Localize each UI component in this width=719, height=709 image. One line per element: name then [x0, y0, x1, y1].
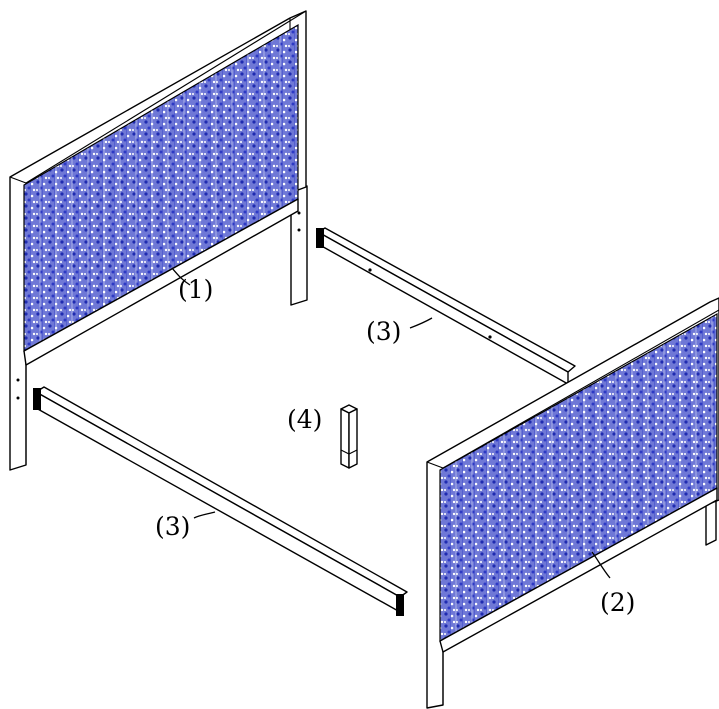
headboard-bottom-rail [23, 198, 299, 366]
footboard-bottom-rail [439, 487, 718, 653]
label-center-leg: (4) [287, 405, 322, 434]
rail-back-top [317, 227, 576, 373]
rail-back-side [317, 231, 569, 385]
side-rail-back [316, 227, 576, 385]
label-headboard: (1) [178, 275, 213, 304]
side-rail-front [33, 386, 408, 616]
leader-line-2 [591, 551, 611, 579]
leader-line-1 [171, 267, 191, 286]
leader-line-3-back [409, 317, 433, 329]
headboard-fabric-panel [23, 23, 299, 353]
rail-front-bracket-left [33, 388, 41, 410]
footboard [426, 297, 719, 709]
label-footboard: (2) [600, 588, 635, 617]
label-rail-front: (3) [155, 512, 190, 541]
leader-line-3-front [193, 511, 216, 519]
footboard-fabric-panel [439, 312, 718, 643]
center-support-leg [340, 404, 358, 469]
rail-front-bracket-right [396, 594, 404, 616]
headboard [9, 10, 308, 471]
rail-back-bracket [316, 228, 324, 248]
label-rail-back: (3) [366, 317, 401, 346]
